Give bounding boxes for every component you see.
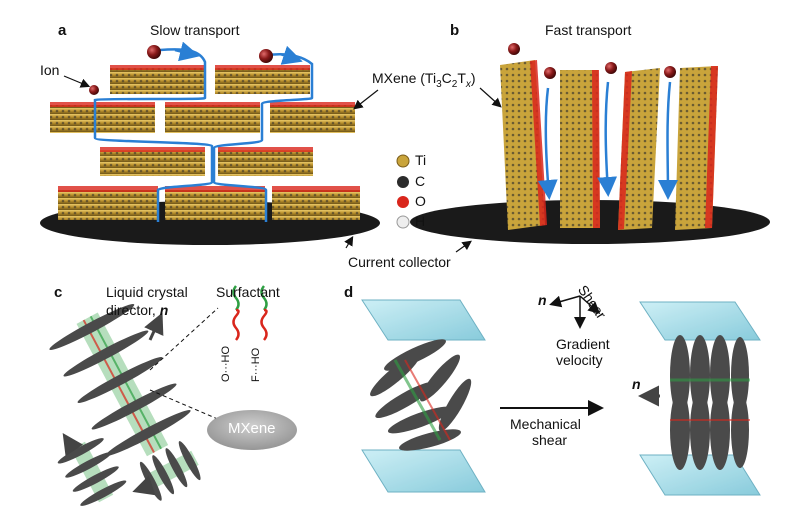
mxene-disc <box>165 448 188 488</box>
mxene-flake-stack <box>110 65 310 94</box>
mxene-disc <box>49 304 135 350</box>
vertical-mxene-stack <box>675 66 718 230</box>
atom-legend <box>396 154 410 229</box>
bottom-glass-plate <box>361 449 486 493</box>
mxene-formula-label: MXene (Ti3C2Tx) <box>372 70 476 90</box>
axis-triad <box>549 295 601 329</box>
mxene-formula-sub3: x <box>465 79 471 90</box>
left-chain-formula: O···HO <box>220 345 232 382</box>
legend-c-label: C <box>415 173 426 189</box>
surfactant-chain <box>232 285 240 311</box>
mxene-disc <box>152 455 175 495</box>
ion-path-fast <box>657 81 678 200</box>
mxene-disc <box>65 452 112 478</box>
ion-path-slow <box>212 53 314 222</box>
arrow-icon <box>174 41 200 62</box>
vertical-mxene-stack <box>560 70 600 228</box>
panel-c-letter: c <box>54 284 63 301</box>
tilted-discs-left <box>370 339 472 451</box>
ion-sphere <box>664 66 676 78</box>
ion-path-fast <box>597 81 618 197</box>
ti-atom-icon <box>396 154 410 168</box>
ion-sphere <box>508 43 520 55</box>
director-arrow <box>62 433 84 457</box>
c-atom-icon <box>397 176 409 188</box>
director-arrow <box>144 312 164 341</box>
vertical-mxene-stack <box>500 60 547 230</box>
panel-d-illustration <box>361 295 761 496</box>
director-label-line1: Liquid crystal <box>106 284 188 300</box>
mxene-disc <box>80 480 127 506</box>
surfactant-chain <box>260 285 268 311</box>
mxene-disc <box>77 357 163 403</box>
ion-sphere <box>89 85 99 95</box>
mxene-disc <box>105 410 191 456</box>
mxene-blob-label: MXene <box>228 420 276 437</box>
director-label-line2: director, n <box>106 302 168 318</box>
mxene-disc <box>72 466 119 492</box>
gradient-label-line2: velocity <box>556 352 603 368</box>
mxene-disc <box>63 330 149 377</box>
ion-pointer-line <box>63 75 91 88</box>
mxene-formula-suffix: ) <box>470 70 476 86</box>
mxene-flake-stack <box>50 102 355 133</box>
legend-ti-label: Ti <box>415 152 427 168</box>
mxene-formula-prefix: MXene (Ti <box>372 70 437 86</box>
mxene-formula-mid: C <box>441 70 452 86</box>
mechanical-shear-line2: shear <box>532 432 568 448</box>
surfactant-label: Surfactant <box>216 284 280 300</box>
mxene-flake-stack <box>100 147 313 176</box>
top-glass-plate <box>361 299 486 341</box>
top-glass-plate <box>639 301 761 341</box>
mxene-formula-mid2: T <box>457 70 466 86</box>
collector-pointer-line <box>344 235 354 249</box>
ion-sphere <box>605 62 617 74</box>
mxene-disc <box>91 383 177 430</box>
mxene-flake-stack <box>58 186 360 220</box>
o-atom-icon <box>397 196 409 208</box>
director-symbol-n-d: n <box>632 376 641 392</box>
panel-b-title: Fast transport <box>545 22 632 38</box>
panel-b-letter: b <box>450 22 460 39</box>
collector-pointer-line <box>455 240 472 253</box>
mxene-formula-sub1: 3 <box>436 79 442 90</box>
panel-a-letter: a <box>58 22 67 39</box>
zoom-dashed-line <box>149 307 219 371</box>
ion-path-slow <box>93 48 214 222</box>
mxene-blob <box>207 410 297 450</box>
current-collector-label: Current collector <box>348 254 451 270</box>
zoom-dashed-line <box>149 389 221 421</box>
legend-h-label: H <box>415 213 426 229</box>
legend-o-label: O <box>415 193 426 209</box>
director-arrow <box>132 475 156 496</box>
arrow-icon <box>279 45 303 65</box>
panel-b-illustration <box>344 43 770 253</box>
mxene-pointer-line <box>353 89 379 110</box>
vertical-mxene-stack <box>618 68 660 230</box>
aligned-discs-right <box>670 335 750 470</box>
right-chain-formula: F···HO <box>250 347 262 382</box>
ion-sphere <box>147 45 161 59</box>
surfactant-chain <box>232 308 240 341</box>
director-label-text: director, <box>106 302 156 318</box>
ion-sphere <box>259 49 273 63</box>
mxene-pointer-line <box>479 87 502 108</box>
mechanical-shear-line1: Mechanical <box>510 416 581 432</box>
mxene-formula-sub2: 2 <box>451 79 458 90</box>
director-symbol-n: n <box>159 302 169 318</box>
panel-a-illustration <box>40 41 380 245</box>
axis-n-label: n <box>538 292 547 308</box>
h-atom-icon <box>396 215 410 229</box>
ion-label: Ion <box>40 62 60 78</box>
panel-c-illustration <box>49 285 297 506</box>
mxene-disc <box>178 441 201 481</box>
ion-sphere <box>544 67 556 79</box>
panel-a-title: Slow transport <box>150 22 240 38</box>
surfactant-chain <box>260 308 268 341</box>
gradient-label-line1: Gradient <box>556 336 610 352</box>
ion-path-fast <box>537 87 558 200</box>
panel-d-letter: d <box>344 284 354 301</box>
